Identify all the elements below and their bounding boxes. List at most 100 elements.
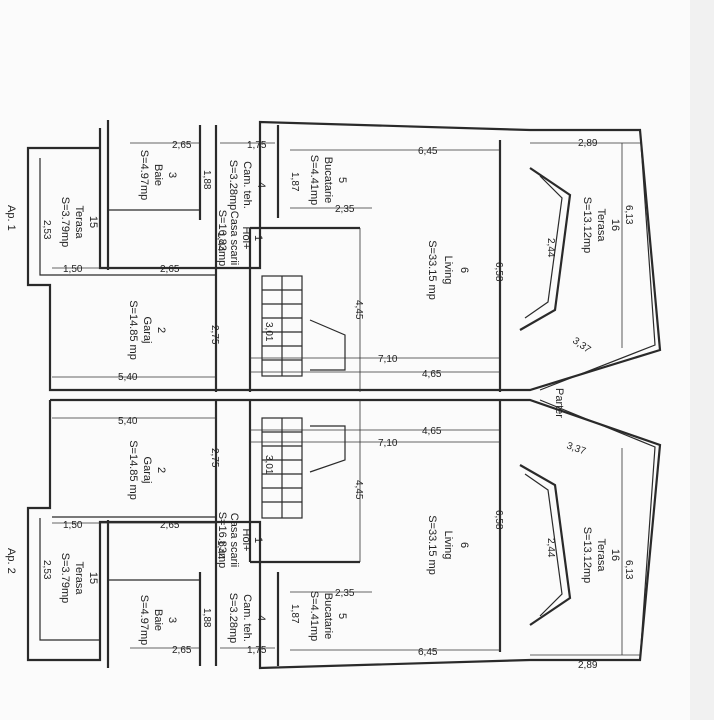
ap1-room-1: 1 Hol+ Casa scarii S=16.83mp	[216, 210, 264, 267]
dim-ap2-terasa-width: 2,89	[578, 660, 598, 671]
dim-ap1-camteh-width: 1,75	[247, 140, 267, 151]
svg-text:Hol+: Hol+	[240, 227, 252, 250]
ap1-room-4: 4 Cam. teh. S=3.28mp	[227, 160, 267, 210]
dim-ap1-living-width: 6,45	[418, 146, 438, 157]
dim-ap2-living-width: 6,45	[418, 647, 438, 658]
dim-ap1-baie-width: 2,65	[172, 140, 192, 151]
dim-ap2-camteh-width: 1,75	[247, 645, 267, 656]
svg-text:15: 15	[87, 216, 99, 228]
dim-ap2-living-depth: 6,58	[493, 510, 504, 530]
dim-ap1-stair: 3,01	[263, 322, 274, 342]
dim-ap2-buc-depth: 1,87	[289, 604, 300, 624]
dim-ap1-baie-depth: 1,88	[201, 170, 212, 190]
staircase-1	[261, 275, 346, 377]
svg-text:S=4.97mp: S=4.97mp	[138, 595, 150, 645]
svg-text:S=3.79mp: S=3.79mp	[59, 553, 71, 603]
svg-text:S=14.85 mp: S=14.85 mp	[127, 300, 139, 360]
dim-ap1-living-depth: 6,58	[493, 262, 504, 282]
apartment-2-plan	[26, 398, 662, 670]
ap2-room-5: 5 Bucatarie S=4.41mp	[308, 591, 348, 641]
svg-text:Living: Living	[442, 256, 454, 285]
ap1-labels: Ap. 1 1 Hol+ Casa scarii S=16.83mp 2 Gar…	[5, 138, 634, 383]
dim-ap1-buc-width: 2,35	[335, 204, 355, 215]
ap2-room-2: 2 Garaj S=14.85 mp	[127, 440, 167, 500]
svg-text:S=16.83mp: S=16.83mp	[216, 210, 228, 267]
ap2-room-15: 15 Terasa S=3.79mp	[59, 553, 99, 603]
svg-text:6: 6	[458, 542, 470, 548]
ap2-room-4: 4 Cam. teh. S=3.28mp	[227, 593, 267, 643]
svg-text:S=16.83mp: S=16.83mp	[216, 512, 228, 569]
svg-text:Casa scarii: Casa scarii	[228, 211, 240, 265]
svg-text:Baie: Baie	[152, 164, 164, 186]
dim-ap1-bay-window: 2,44	[545, 238, 556, 258]
svg-text:2: 2	[155, 467, 167, 473]
svg-text:Casa scarii: Casa scarii	[228, 513, 240, 567]
svg-text:16: 16	[609, 549, 621, 561]
dim-ap2-terasa15-width: 1,50	[63, 520, 83, 531]
dim-ap1-hol-length: 4,45	[353, 300, 364, 320]
level-label: Parter	[553, 388, 565, 418]
svg-text:4: 4	[255, 615, 267, 621]
svg-text:S=3.79mp: S=3.79mp	[59, 197, 71, 247]
svg-text:Terasa: Terasa	[73, 205, 85, 239]
dim-ap2-garaj-width-bottom: 2,65	[160, 520, 180, 531]
dim-ap2-terasa15-depth: 2,53	[41, 560, 52, 580]
dim-ap1-buc-depth: 1,87	[289, 172, 300, 192]
svg-text:Terasa: Terasa	[73, 561, 85, 595]
dim-ap2-terasa16-depth: 6,13	[623, 560, 634, 580]
svg-text:Baie: Baie	[152, 609, 164, 631]
ap1-room-2: 2 Garaj S=14.85 mp	[127, 300, 167, 360]
dim-ap2-465: 4,65	[422, 426, 442, 437]
ap1-title: Ap. 1	[5, 205, 17, 231]
svg-text:1: 1	[252, 235, 264, 241]
ap2-room-6: 6 Living S=33.15 mp	[426, 515, 470, 575]
dim-ap2-hol-depth: 1,44	[215, 540, 226, 560]
svg-text:Cam. teh.: Cam. teh.	[241, 161, 253, 209]
svg-text:Hol+: Hol+	[240, 529, 252, 552]
ap1-room-16: 16 Terasa S=13.12mp	[581, 197, 621, 254]
svg-text:S=3.28mp: S=3.28mp	[227, 593, 239, 643]
dim-ap2-baie-depth: 1,88	[201, 608, 212, 628]
svg-text:Bucatarie: Bucatarie	[322, 157, 334, 203]
svg-text:16: 16	[609, 219, 621, 231]
svg-text:S=3.28mp: S=3.28mp	[227, 160, 239, 210]
dim-ap1-terasa16-depth: 6,13	[623, 205, 634, 225]
dim-ap1-garaj-width: 5,40	[118, 372, 138, 383]
dim-ap2-garaj-depth: 2,75	[209, 448, 220, 468]
svg-text:S=4.41mp: S=4.41mp	[308, 155, 320, 205]
dim-ap2-buc-width: 2,35	[335, 588, 355, 599]
dim-ap2-garaj-width: 5,40	[118, 416, 138, 427]
svg-text:S=4.97mp: S=4.97mp	[138, 150, 150, 200]
svg-text:3: 3	[166, 172, 178, 178]
dim-ap1-garaj-depth: 2,75	[209, 325, 220, 345]
ap1-room-3: 3 Baie S=4.97mp	[138, 150, 178, 200]
ap2-room-1: 1 Hol+ Casa scarii S=16.83mp	[216, 512, 264, 569]
ap1-room-5: 5 Bucatarie S=4.41mp	[308, 155, 348, 205]
apartment-1-plan	[26, 120, 662, 392]
svg-text:Garaj: Garaj	[141, 457, 153, 484]
svg-text:S=14.85 mp: S=14.85 mp	[127, 440, 139, 500]
svg-text:Cam. teh.: Cam. teh.	[241, 594, 253, 642]
dim-ap2-stair: 3,01	[263, 455, 274, 475]
svg-text:3: 3	[166, 617, 178, 623]
svg-text:Bucatarie: Bucatarie	[322, 593, 334, 639]
svg-text:5: 5	[336, 613, 348, 619]
svg-text:5: 5	[336, 177, 348, 183]
svg-text:Living: Living	[442, 531, 454, 560]
svg-text:2: 2	[155, 327, 167, 333]
dim-ap1-terasa15-depth: 2,53	[41, 220, 52, 240]
svg-text:Terasa: Terasa	[595, 538, 607, 572]
svg-text:15: 15	[87, 572, 99, 584]
dim-ap1-465: 4,65	[422, 369, 442, 380]
dim-ap2-baie-width: 2,65	[172, 645, 192, 656]
dim-ap1-hol-depth: 1,44	[215, 232, 226, 252]
svg-text:S=4.41mp: S=4.41mp	[308, 591, 320, 641]
dim-ap2-hol-length: 4,45	[353, 480, 364, 500]
dim-ap1-total-710: 7,10	[378, 354, 398, 365]
ap1-room-6: 6 Living S=33.15 mp	[426, 240, 470, 300]
dim-ap1-terasa-width: 2,89	[578, 138, 598, 149]
svg-text:4: 4	[255, 182, 267, 188]
staircase-2	[261, 417, 346, 519]
